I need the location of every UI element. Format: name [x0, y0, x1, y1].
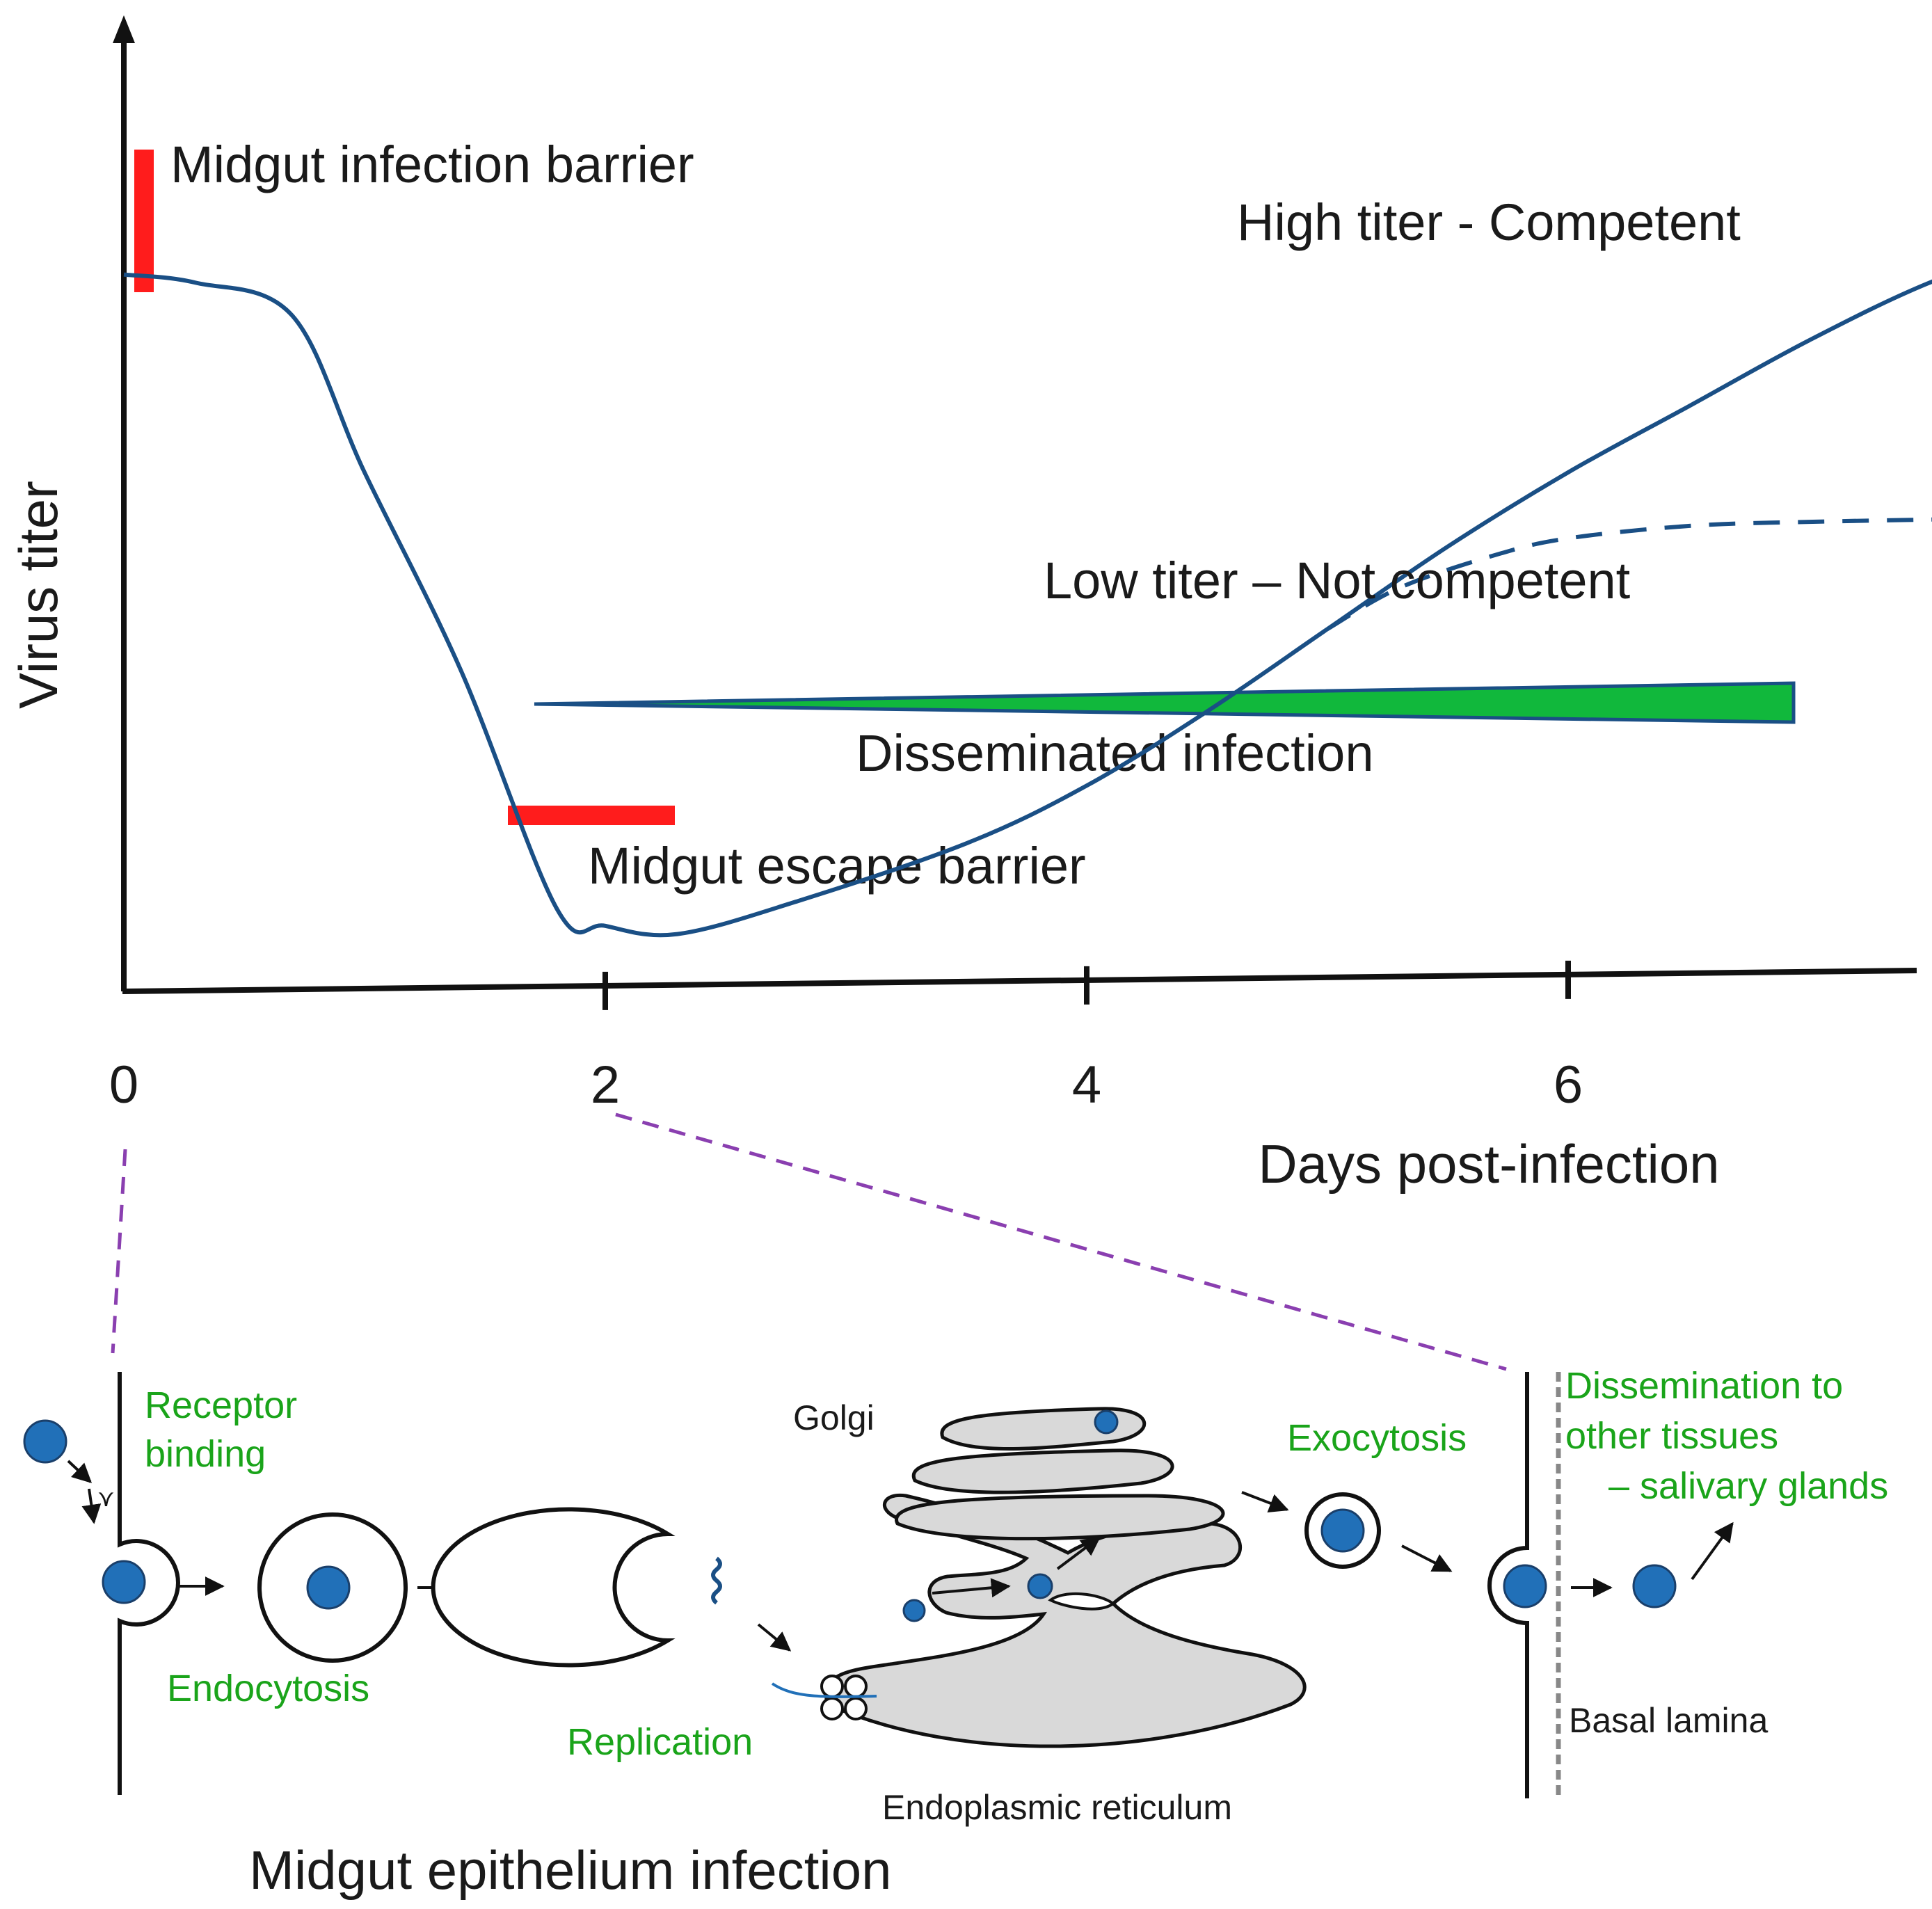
- arrow-er-to-vesicle: [932, 1578, 1011, 1598]
- infection-barrier-bar: [134, 150, 154, 292]
- arrow-incoming-2: [81, 1488, 102, 1524]
- arrow-incoming-1: [67, 1460, 93, 1483]
- virus-exiting: [1503, 1564, 1547, 1608]
- virus-disseminated: [1632, 1564, 1677, 1608]
- virus-in-golgi: [1094, 1409, 1119, 1435]
- x-ticks: [602, 960, 1571, 1010]
- receptor-binding-label-2: binding: [145, 1433, 266, 1475]
- endocytosis-label: Endocytosis: [167, 1668, 369, 1709]
- arrow-dissemination: [1691, 1521, 1734, 1581]
- virus-in-endosome: [306, 1565, 351, 1610]
- arrow-vesicle-to-golgi: [1056, 1536, 1101, 1570]
- virus-transport-vesicle: [1027, 1573, 1053, 1599]
- late-endosome: [431, 1507, 676, 1668]
- arrow-to-exocytosis: [1241, 1491, 1289, 1513]
- connector-day0: [111, 1149, 127, 1354]
- ribosome-1: [820, 1675, 844, 1698]
- virus-particle-incoming: [23, 1419, 67, 1464]
- viral-rna-icon: [711, 1556, 722, 1605]
- dissemination-label-1: Dissemination to: [1565, 1365, 1843, 1407]
- virus-in-er: [902, 1599, 926, 1622]
- connector-day4: [615, 1112, 1507, 1371]
- receptor-icon: ⋎: [97, 1485, 115, 1512]
- replication-label: Replication: [567, 1721, 753, 1763]
- x-tick-labels: 02468101214: [109, 1055, 1583, 1115]
- apical-membrane: [118, 1372, 180, 1795]
- basal-membrane: [1487, 1372, 1529, 1798]
- ribosome-3: [820, 1697, 844, 1720]
- y-axis-arrowhead: [113, 15, 135, 43]
- x-tick-label-0: 0: [109, 1055, 138, 1115]
- x-tick-label-2: 2: [591, 1055, 620, 1115]
- series-low-titer-label: Low titer – Not competent: [1044, 552, 1631, 609]
- x-tick-label-4: 4: [1072, 1055, 1101, 1115]
- escape-barrier-bar: [508, 806, 675, 825]
- golgi-cisterna-3: [895, 1494, 1225, 1541]
- titer-chart: 02468101214 Virus titer Days post-infect…: [8, 15, 1932, 1195]
- virus-in-exocytic-vesicle: [1320, 1508, 1365, 1553]
- x-tick-label-6: 6: [1554, 1055, 1583, 1115]
- series-high-titer-line: [123, 272, 1932, 938]
- er-label: Endoplasmic reticulum: [882, 1788, 1232, 1827]
- midgut-cell-diagram: ⋎ Receptor binding Endocytosis Replicati…: [23, 1365, 1888, 1901]
- golgi-cisterna-2: [911, 1448, 1174, 1494]
- virus-particle-bound: [102, 1560, 146, 1604]
- series-high-titer-label: High titer - Competent: [1237, 193, 1741, 251]
- x-axis: [122, 968, 1917, 994]
- golgi-label: Golgi: [793, 1398, 875, 1437]
- mrna-strand: [771, 1682, 877, 1698]
- arrow-to-replication: [757, 1623, 792, 1652]
- dissemination-label-2: other tissues: [1565, 1415, 1778, 1457]
- diagram-title: Midgut epithelium infection: [249, 1839, 892, 1901]
- dissemination-label-3: – salivary glands: [1608, 1465, 1888, 1507]
- basal-lamina-label: Basal lamina: [1569, 1701, 1768, 1740]
- disseminated-infection-label: Disseminated infection: [856, 724, 1373, 782]
- receptor-binding-label-1: Receptor: [145, 1384, 297, 1426]
- escape-barrier-label: Midgut escape barrier: [588, 837, 1086, 895]
- x-axis-label: Days post-infection: [1258, 1133, 1719, 1195]
- golgi-cisterna-1: [940, 1407, 1147, 1451]
- arrow-to-basal-membrane: [1401, 1544, 1453, 1572]
- ribosome-4: [844, 1697, 868, 1720]
- er-inner-loop: [1048, 1592, 1116, 1611]
- y-axis-label: Virus titer: [8, 481, 69, 709]
- exocytosis-label: Exocytosis: [1287, 1417, 1467, 1459]
- infection-barrier-label: Midgut infection barrier: [170, 136, 694, 193]
- disseminated-infection-wedge: [534, 681, 1796, 724]
- ribosome-2: [844, 1675, 868, 1698]
